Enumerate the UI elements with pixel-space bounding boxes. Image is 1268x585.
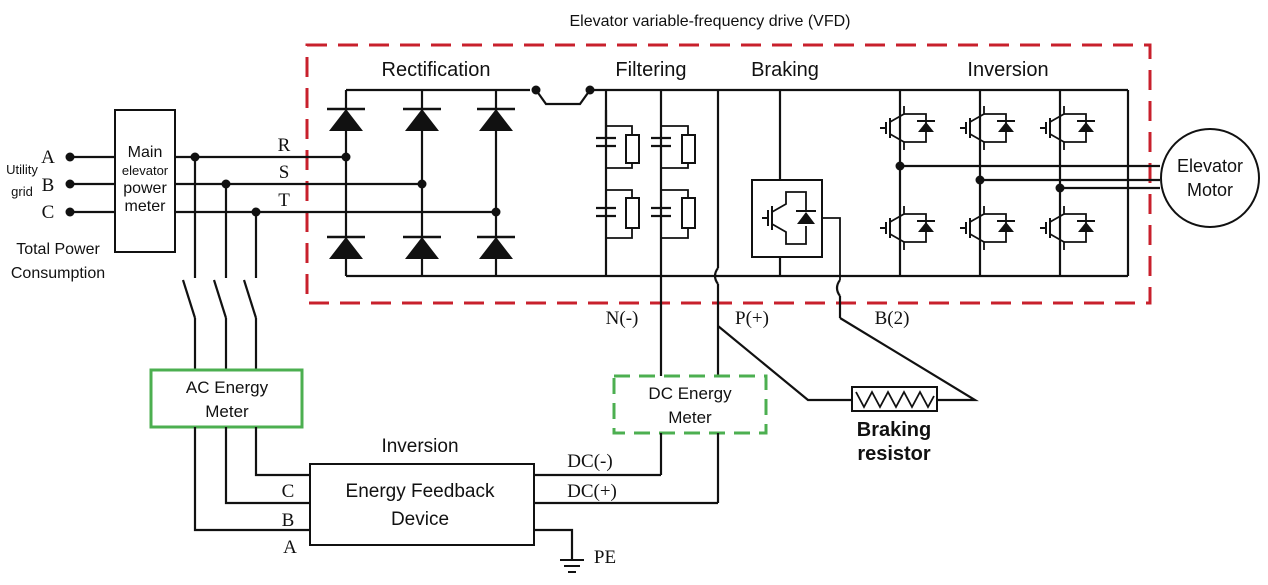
feedback-c-label: C xyxy=(282,481,295,502)
braking-resistor-label-1: Braking xyxy=(857,419,931,441)
terminal-n-label: N(-) xyxy=(606,308,639,329)
feedback-b-label: B xyxy=(282,510,295,531)
utility-label: Utility xyxy=(6,162,38,177)
energy-feedback-device: Inversion Energy Feedback Device C B A D… xyxy=(282,436,718,573)
label-braking: Braking xyxy=(751,59,819,81)
label-inversion: Inversion xyxy=(967,59,1048,81)
dc-meter-label-1: DC Energy xyxy=(648,384,732,403)
rst-bus: R S T xyxy=(175,135,501,370)
total-power-label: Total Power xyxy=(16,241,100,258)
diagram-title: Elevator variable-frequency drive (VFD) xyxy=(570,13,851,30)
main-power-meter: Main elevator power meter xyxy=(114,109,176,253)
feedback-label-1: Energy Feedback xyxy=(346,481,495,502)
motor-label-2: Motor xyxy=(1187,180,1233,200)
label-filtering: Filtering xyxy=(615,59,686,81)
feedback-label-2: Device xyxy=(391,509,449,530)
braking-resistor: Braking resistor xyxy=(717,317,979,465)
main-meter-line4: meter xyxy=(125,198,167,215)
consumption-label: Consumption xyxy=(11,265,105,282)
filter-capacitors xyxy=(596,90,720,380)
bus-s-label: S xyxy=(279,162,290,183)
pe-label: PE xyxy=(594,547,616,568)
bus-t-label: T xyxy=(278,190,290,211)
feedback-a-label: A xyxy=(283,537,297,558)
terminal-p-label: P(+) xyxy=(735,308,769,329)
main-meter-line1: Main xyxy=(128,144,163,161)
label-rectification: Rectification xyxy=(382,59,491,81)
motor-label-1: Elevator xyxy=(1177,156,1243,176)
phase-a-label: A xyxy=(41,147,55,168)
phase-b-label: B xyxy=(42,175,55,196)
braking-chopper xyxy=(751,90,842,318)
phase-c-label: C xyxy=(42,202,55,223)
grid-label: grid xyxy=(11,184,33,199)
vfd-boundary xyxy=(305,43,1152,305)
ac-meter-label-2: Meter xyxy=(205,402,249,421)
dc-minus-label: DC(-) xyxy=(567,451,612,472)
dc-meter-label-2: Meter xyxy=(668,408,712,427)
main-meter-line2: elevator xyxy=(122,163,169,178)
elevator-motor: Elevator Motor xyxy=(1160,128,1260,228)
dc-plus-label: DC(+) xyxy=(567,481,617,502)
main-meter-line3: power xyxy=(123,180,167,197)
feedback-title: Inversion xyxy=(381,436,458,457)
ground-icon xyxy=(559,559,585,573)
terminal-b-label: B(2) xyxy=(875,308,910,329)
inverter-bridge xyxy=(879,90,1160,276)
bus-r-label: R xyxy=(278,135,291,156)
braking-resistor-label-2: resistor xyxy=(857,443,931,465)
ac-energy-meter: AC Energy Meter xyxy=(149,368,310,532)
ac-meter-label-1: AC Energy xyxy=(186,378,269,397)
rectifier-bridge xyxy=(325,85,1128,278)
dc-energy-meter: DC Energy Meter xyxy=(612,374,768,503)
utility-grid: Utility grid A B C Total Power Consumpti… xyxy=(6,147,115,282)
